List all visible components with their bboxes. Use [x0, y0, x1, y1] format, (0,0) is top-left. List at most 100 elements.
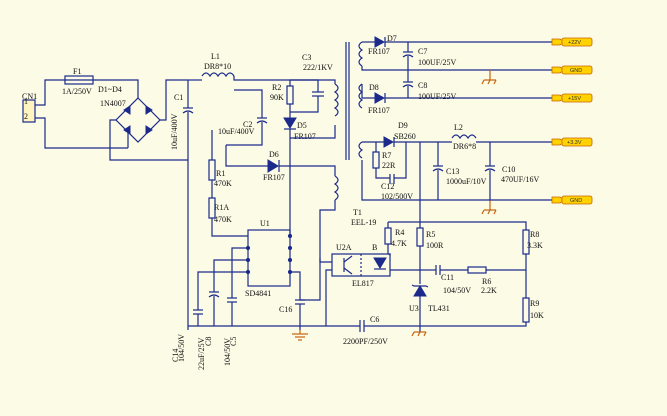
c10-label: C10 [502, 165, 515, 174]
c8b-label: C8 [204, 337, 213, 346]
d7-value: FR107 [368, 47, 390, 56]
cn1-connector [22, 99, 36, 123]
d5-label: D5 [297, 121, 307, 130]
ground-symbol-secondary-3 [411, 331, 427, 337]
d1d4-value: 1N4007 [100, 99, 126, 108]
r1a-label: R1A [214, 203, 229, 212]
cn1-label: CN1 [22, 92, 37, 101]
diode-d9 [383, 136, 395, 148]
resistor-r9 [522, 297, 530, 323]
r6-value: 2.2K [481, 286, 497, 295]
c7-value: 100UF/25V [418, 58, 456, 67]
port-label-2: GND [570, 68, 582, 74]
d7-label: D7 [387, 34, 397, 43]
diode-d6 [267, 159, 279, 173]
t1-secondary-3v3 [358, 141, 364, 159]
u3-value: TL431 [428, 304, 450, 313]
output-port-5: GND [551, 195, 593, 205]
opto-led [373, 257, 387, 269]
t1-label: T1 [353, 208, 362, 217]
c6-value: 2200PF/250V [343, 337, 388, 346]
r9-value: 10K [530, 311, 544, 320]
d6-value: FR107 [263, 173, 285, 182]
c6-label: C6 [370, 315, 379, 324]
c5-value: 104/50V [223, 338, 232, 366]
ground-symbol-secondary-2 [481, 200, 497, 215]
d9-value: SB260 [394, 132, 416, 141]
resistor-r6 [467, 266, 487, 274]
c14-label: C14 [171, 349, 180, 362]
t1-primary-winding [333, 83, 339, 117]
wire-bridge-minus [109, 119, 188, 161]
bridge-rectifier [115, 97, 161, 143]
c8-value: 100UF/25V [418, 92, 456, 101]
r1-value: 470K [214, 179, 232, 188]
r2-label: R2 [272, 83, 281, 92]
wire-cn1-neutral [35, 117, 128, 149]
port-label-5: GND [570, 198, 582, 204]
t1-secondary-22v [358, 41, 364, 67]
c8b-value: 22uF/25V [197, 337, 206, 370]
c14-value: 104/50V [177, 334, 186, 362]
l2-label: L2 [454, 123, 463, 132]
c10-value: 470UF/16V [501, 175, 539, 184]
c2-value: 10uF/400V [218, 127, 255, 136]
r7-value: 22R [382, 161, 396, 170]
c3-label: C3 [302, 53, 311, 62]
inductor-l2 [451, 134, 477, 140]
wire-f1-bridge [93, 79, 139, 98]
inductor-l1 [201, 72, 235, 78]
r7-label: R7 [382, 151, 391, 160]
port-label-4: +3.3V [567, 140, 582, 146]
output-port-4: +3.3V [551, 137, 593, 147]
t1-aux-winding [333, 175, 339, 201]
wire-cn1-f1 [35, 79, 65, 106]
t1-value: EEL-19 [351, 218, 376, 227]
d1d4-label: D1~D4 [98, 85, 122, 94]
l1-label: L1 [211, 52, 220, 61]
u3-label: U3 [409, 304, 419, 313]
u1-label: U1 [260, 219, 270, 228]
d8-value: FR107 [368, 106, 390, 115]
r8-label: R8 [530, 230, 539, 239]
d6-label: D6 [269, 150, 279, 159]
c2-label: C2 [243, 120, 252, 129]
c8-label: C8 [418, 81, 427, 90]
port-label-3: +15V [568, 96, 581, 102]
output-port-1: +22V [551, 37, 593, 47]
r1-label: R1 [216, 169, 225, 178]
diode-d8 [374, 92, 386, 104]
c11-value: 104/50V [443, 286, 471, 295]
resistor-r7 [372, 151, 380, 169]
l2-value: DR6*8 [453, 142, 476, 151]
c11-label: C11 [441, 273, 454, 282]
f1-label: F1 [73, 67, 81, 76]
r8-value: 3.3K [527, 241, 543, 250]
resistor-r5 [416, 227, 424, 247]
d5-value: FR107 [294, 132, 316, 141]
output-port-3: +15V [551, 93, 593, 103]
r2-value: 90K [270, 93, 284, 102]
r9-label: R9 [530, 299, 539, 308]
r4-value: 4.7K [391, 239, 407, 248]
u1-value: SD4841 [245, 289, 271, 298]
c13-label: C13 [446, 167, 459, 176]
ground-symbol-secondary-1 [481, 70, 497, 85]
c12-value: 102/500V [381, 192, 413, 201]
r4-label: R4 [395, 228, 404, 237]
r5-label: R5 [426, 230, 435, 239]
c3-value: 222/1KV [303, 63, 333, 72]
c1-label: C1 [174, 93, 183, 102]
wire-bridge-plus [160, 79, 188, 121]
resistor-r1 [208, 159, 216, 181]
c13-value: 1000uF/10V [446, 177, 487, 186]
ground-symbol-primary [292, 330, 308, 341]
shunt-regulator-tl431 [413, 285, 427, 297]
u2b-label: B [372, 243, 377, 252]
svg-text:1: 1 [24, 97, 28, 106]
d8-label: D8 [369, 83, 379, 92]
ic-u1 [247, 229, 291, 287]
l1-value: DR8*10 [204, 62, 231, 71]
t1-secondary-15v [358, 83, 364, 109]
